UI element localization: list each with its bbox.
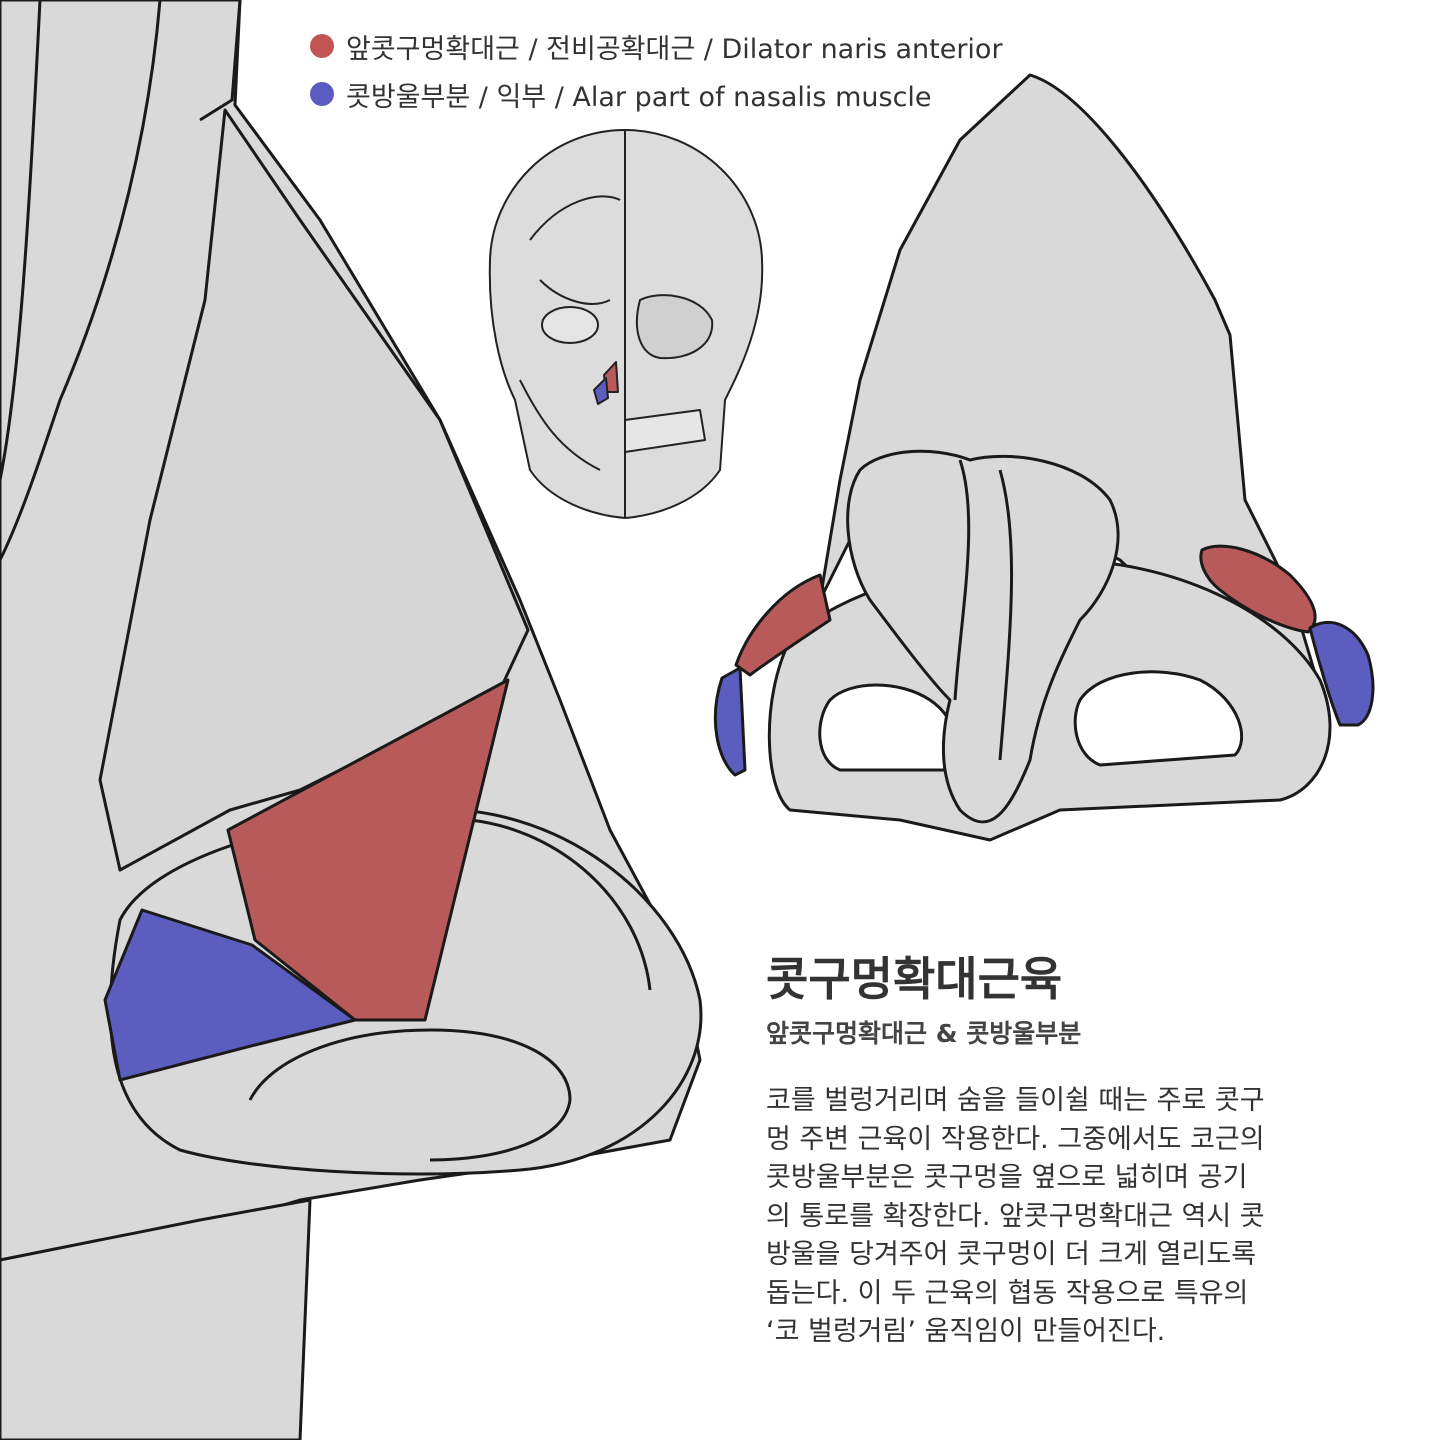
legend-label: 앞콧구멍확대근 / 전비공확대근 / Dilator naris anterio… [346,33,1003,65]
alar-nasalis-blue-side [103,908,357,1082]
skull-outline [488,129,764,519]
nose-bridge-plane [98,108,530,872]
nose-front-bridge [818,73,1322,692]
nose-tip-divider [953,459,1014,761]
skull-thumbnail [488,129,764,519]
face-contour [0,0,42,481]
dilator-naris-red-right [1199,544,1317,634]
skull-eye-left [541,306,599,344]
skull-cheek-muscles [519,195,621,471]
nostril-right [1073,670,1244,767]
dilator-naris-red-side [226,678,510,1022]
description-paragraph: 코를 벌렁거리며 숨을 들이쉴 때는 주로 콧구 멍 주변 근육이 작용한다. … [766,1082,1306,1352]
description-line: 방울을 당겨주어 콧구멍이 더 크게 열리도록 [766,1239,1257,1270]
side-nose-illustration [0,0,703,1440]
front-nose-illustration [713,73,1375,842]
description-line: ‘코 벌렁거림’ 움직임이 만들어진다. [766,1316,1166,1347]
legend-item-dilator-naris: 앞콧구멍확대근 / 전비공확대근 / Dilator naris anterio… [310,22,1003,70]
description-line: 돕는다. 이 두 근육의 협동 작용으로 특유의 [766,1277,1249,1309]
alar-nasalis-blue-right [1308,620,1375,727]
description-line: 멍 주변 근육이 작용한다. 그중에서도 코근의 [766,1123,1265,1155]
alar-nasalis-blue-left [713,666,747,777]
legend-label: 콧방울부분 / 익부 / Alar part of nasalis muscle [346,81,932,113]
blue-dot-icon [310,82,334,106]
legend: 앞콧구멍확대근 / 전비공확대근 / Dilator naris anterio… [310,22,1003,118]
legend-item-alar-nasalis: 콧방울부분 / 익부 / Alar part of nasalis muscle [310,70,1003,118]
title-block: 콧구멍확대근육 앞콧구멍확대근 & 콧방울부분 [766,948,1326,1050]
cheek-crease [0,0,162,561]
skull-muscle-blue [593,377,609,405]
page-title: 콧구멍확대근육 [766,952,1063,1006]
red-dot-icon [310,34,334,58]
nose-tip-lobes [846,449,1120,824]
lip-upper [0,1198,312,1440]
skull-teeth [624,409,706,453]
ala-outer-curve [469,818,652,991]
description-line: 코를 벌렁거리며 숨을 들이쉴 때는 주로 콧구 [766,1085,1265,1116]
ala-inner-curve [248,1028,572,1162]
dilator-naris-red-left [734,573,832,677]
description-line: 콧방울부분은 콧구멍을 옆으로 넓히며 공기 [766,1162,1248,1193]
description-line: 의 통로를 확장한다. 앞콧구멍확대근 역시 콧 [766,1200,1265,1232]
skull-orbit-right [635,294,714,360]
brow-line [199,0,242,122]
page-subtitle: 앞콧구멍확대근 & 콧방울부분 [766,1019,1082,1048]
